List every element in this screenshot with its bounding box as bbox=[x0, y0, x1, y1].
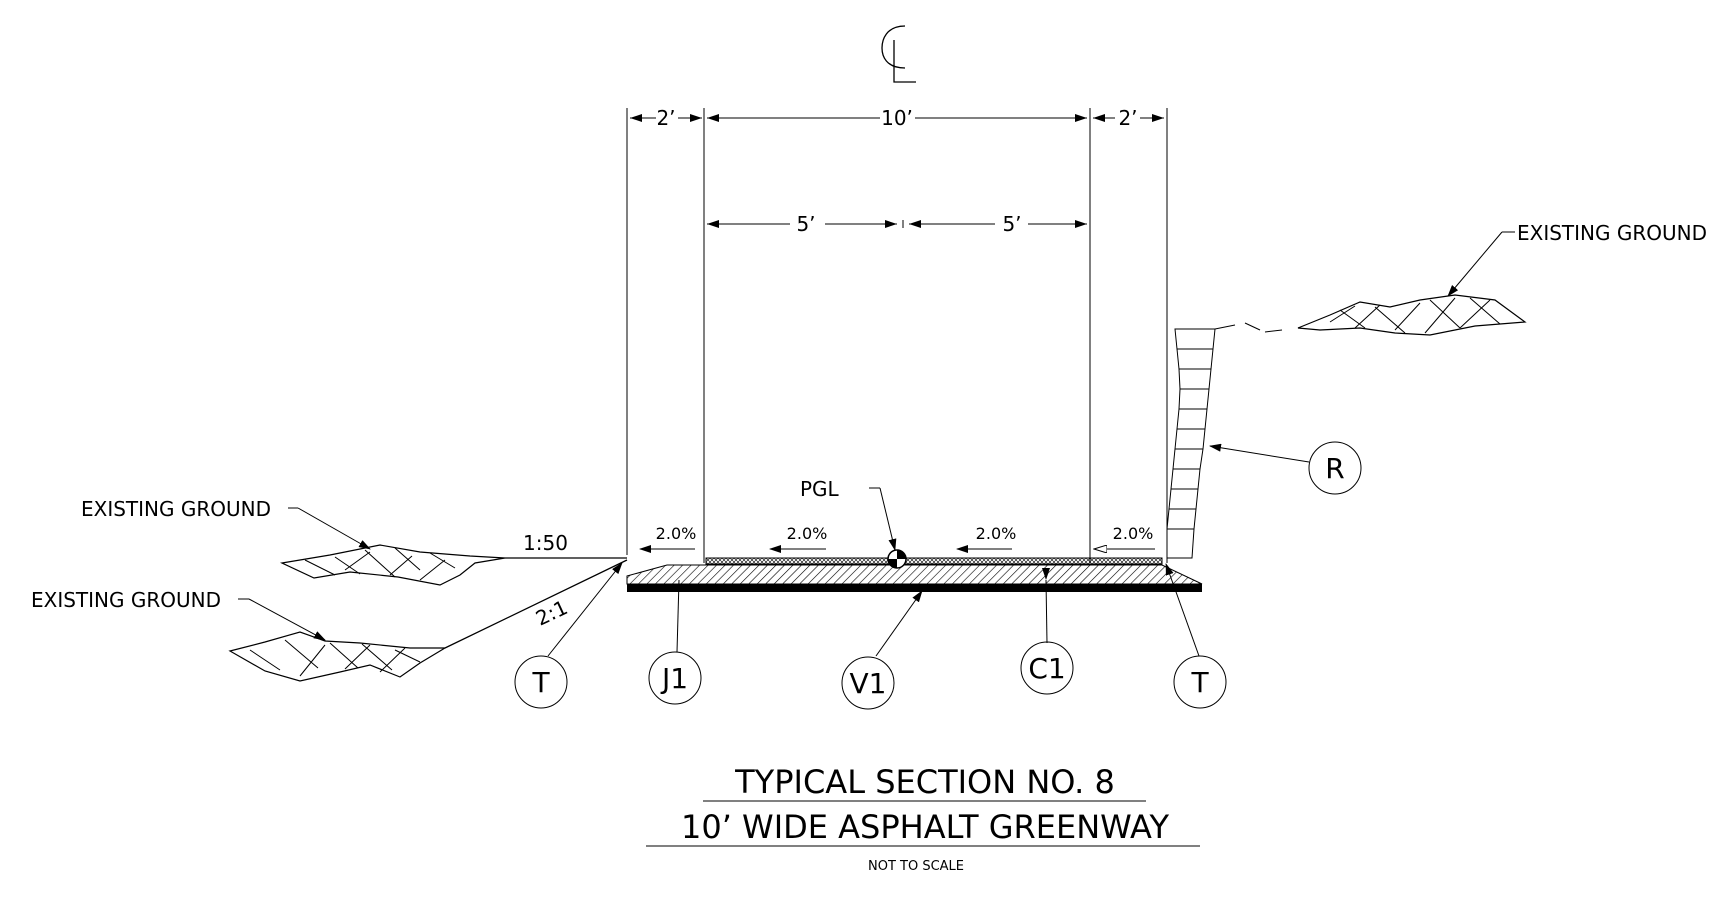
slope-left-shoulder: 2.0% bbox=[656, 524, 697, 543]
slope-left-lane: 2.0% bbox=[787, 524, 828, 543]
svg-text:J1: J1 bbox=[660, 662, 688, 695]
existing-ground-label-right: EXISTING GROUND bbox=[1517, 221, 1707, 245]
pavement-section bbox=[626, 557, 1203, 592]
dim-right-shoulder: 2’ bbox=[1118, 106, 1137, 130]
pgl-label: PGL bbox=[800, 477, 840, 501]
section-title: TYPICAL SECTION NO. 8 bbox=[734, 763, 1115, 801]
slope-right-lane: 2.0% bbox=[976, 524, 1017, 543]
extension-lines bbox=[626, 108, 1168, 563]
half-width-dimension bbox=[707, 220, 1087, 228]
dim-half-right: 5’ bbox=[1002, 212, 1021, 236]
svg-text:T: T bbox=[1190, 666, 1209, 699]
existing-ground-left-lower bbox=[228, 598, 448, 682]
slope-fill-label: 2:1 bbox=[532, 595, 571, 630]
callout-j1: J1 bbox=[648, 651, 702, 705]
pgl-marker bbox=[869, 487, 907, 569]
dim-pavement-width: 10’ bbox=[881, 106, 913, 130]
svg-text:T: T bbox=[531, 666, 550, 699]
left-side-slopes bbox=[444, 557, 628, 649]
slope-right-shoulder: 2.0% bbox=[1113, 524, 1154, 543]
callout-c1: C1 bbox=[1020, 641, 1074, 695]
slope-flat-label: 1:50 bbox=[523, 531, 568, 555]
scale-note: NOT TO SCALE bbox=[868, 859, 964, 874]
section-subtitle: 10’ WIDE ASPHALT GREENWAY bbox=[681, 808, 1169, 846]
svg-text:C1: C1 bbox=[1028, 652, 1065, 685]
top-dimension bbox=[630, 114, 1164, 122]
callout-r: R bbox=[1308, 441, 1362, 495]
callout-v1: V1 bbox=[841, 656, 895, 710]
dim-half-left: 5’ bbox=[796, 212, 815, 236]
svg-text:R: R bbox=[1325, 452, 1344, 485]
existing-ground-right bbox=[1214, 231, 1527, 336]
callout-t-right: T bbox=[1173, 655, 1227, 709]
callout-leaders bbox=[547, 443, 1310, 657]
dim-left-shoulder: 2’ bbox=[656, 106, 675, 130]
callout-t-left: T bbox=[514, 655, 568, 709]
existing-ground-label-upper-left: EXISTING GROUND bbox=[81, 497, 271, 521]
centerline-symbol bbox=[881, 25, 916, 83]
retaining-wall bbox=[1166, 328, 1216, 559]
existing-ground-left-upper bbox=[279, 507, 506, 586]
existing-ground-label-lower-left: EXISTING GROUND bbox=[31, 588, 221, 612]
svg-text:V1: V1 bbox=[850, 667, 887, 700]
